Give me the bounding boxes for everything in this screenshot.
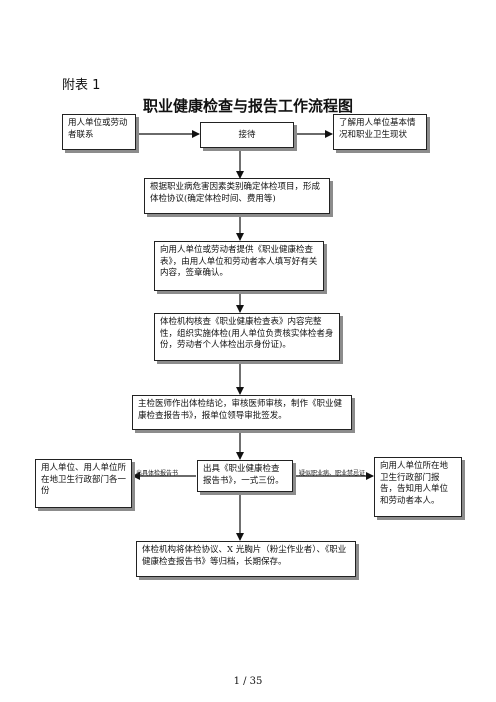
box-conclusion-report: 主检医师作出体检结论，审核医师审核，制作《职业健康检查报告书》，报单位领导审批签… xyxy=(132,395,352,430)
box-archive: 体检机构将体检协议、X 光胸片（粉尘作业者）、《职业健康检查报告书》等归档，长期… xyxy=(136,541,356,577)
appendix-label: 附表 1 xyxy=(62,78,101,93)
edge-label-suspected-disease: 疑似职业病、职业禁忌证 xyxy=(299,470,366,477)
page-title: 职业健康检查与报告工作流程图 xyxy=(142,97,353,115)
box-employer-contact: 用人单位或劳动者联系 xyxy=(62,114,136,150)
box-provide-form: 向用人单位或劳动者提供《职业健康检查表》，由用人单位和劳动者本人填写好有关内容，… xyxy=(154,241,324,291)
box-reception: 接待 xyxy=(200,122,294,148)
box-verify-and-examine: 体检机构核查《职业健康检查表》内容完整性，组织实施体检(用人单位负责核实体检者身… xyxy=(154,313,340,361)
edge-label-issue-report: 出具体检报告书 xyxy=(136,470,179,477)
page-number: 1 / 35 xyxy=(233,676,263,687)
box-report-to-authority: 向用人单位所在地卫生行政部门报告，告知用人单位和劳动者本人。 xyxy=(374,457,462,517)
box-understand-employer: 了解用人单位基本情况和职业卫生现状 xyxy=(333,114,427,150)
box-employer-and-authority-copy: 用人单位、用人单位所在地卫生行政部门各一份 xyxy=(35,459,132,508)
box-exam-agreement: 根据职业病危害因素类别确定体检项目，形成体检协议(确定体检时间、费用等) xyxy=(144,178,330,214)
box-issue-report: 出具《职业健康检查报告书》，一式三份。 xyxy=(197,460,293,492)
